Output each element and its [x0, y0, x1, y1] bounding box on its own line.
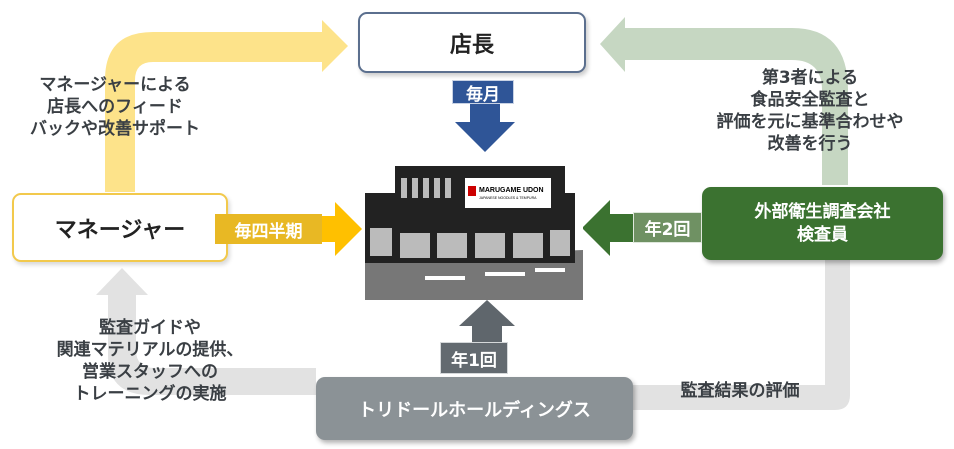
inspector-node: 外部衛生調査会社 検査員 [702, 187, 943, 260]
arrow-inspector-to-store-manager [600, 17, 848, 185]
manager-label: マネージャー [54, 217, 186, 243]
arrow-holdings-to-manager [96, 268, 316, 395]
manager-node: マネージャー [12, 193, 228, 262]
manager-feedback-text: マネージャーによる 店長へのフィード バックや改善サポート [10, 74, 220, 140]
text-line: トレーニングの実施 [73, 384, 227, 404]
inspector-label-line2: 検査員 [797, 224, 848, 245]
frequency-twice-yearly: 年2回 [633, 212, 702, 243]
frequency-yearly: 年1回 [440, 342, 508, 374]
store-illustration: MARUGAME UDON JAPANESE NOODLES & TEMPURA [365, 158, 583, 300]
store-manager-label: 店長 [449, 32, 494, 58]
text-line: 営業スタッフへの [82, 362, 218, 382]
text-line: バックや改善サポート [30, 119, 200, 139]
text-line: 第3者による [761, 68, 859, 88]
text-line: 食品安全監査と [750, 90, 870, 110]
holdings-support-text: 監査ガイドや 関連マテリアルの提供、 営業スタッフへの トレーニングの実施 [15, 317, 285, 405]
arrow-quarterly [322, 202, 362, 256]
third-party-text: 第3者による 食品安全監査と 評価を元に基準合わせや 改善を行う [700, 67, 920, 155]
text-line: 改善を行う [767, 134, 853, 154]
arrow-manager-to-store-manager [105, 20, 348, 192]
frequency-monthly: 毎月 [452, 80, 514, 105]
holdings-label: トリドールホールディングス [358, 399, 591, 421]
arrow-yearly [459, 300, 515, 342]
text-line: 監査ガイドや [99, 318, 201, 338]
text-line: マネージャーによる [39, 75, 191, 95]
holdings-node: トリドールホールディングス [316, 377, 633, 440]
audit-evaluation-text: 監査結果の評価 [680, 381, 800, 401]
arrow-twice-yearly [582, 200, 633, 256]
arrow-inspector-to-holdings [633, 260, 850, 410]
store-logo-icon [468, 186, 476, 196]
store-sign-sub: JAPANESE NOODLES & TEMPURA [479, 196, 537, 200]
text-line: 評価を元に基準合わせや [716, 112, 904, 132]
text-line: 関連マテリアルの提供、 [56, 340, 244, 360]
store-sign-brand: MARUGAME UDON [479, 187, 544, 194]
text-line: 店長へのフィード [47, 97, 183, 117]
inspector-label-line1: 外部衛生調査会社 [754, 201, 891, 222]
arrow-monthly [455, 104, 515, 152]
store-manager-node: 店長 [358, 12, 586, 73]
frequency-quarterly: 毎四半期 [215, 214, 322, 244]
